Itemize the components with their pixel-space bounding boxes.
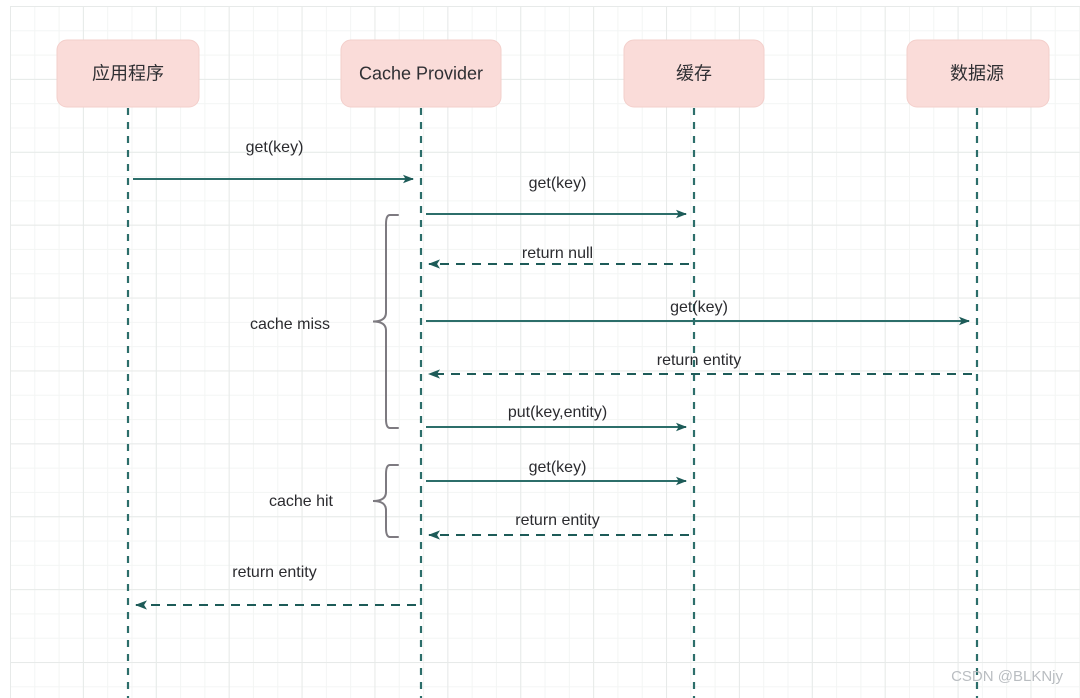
group-label: cache miss	[250, 316, 330, 333]
page-margin-left	[0, 0, 10, 698]
message-8-cache-to-provider[interactable]: return entity	[428, 512, 689, 540]
message-label: return entity	[657, 352, 741, 369]
message-label: get(key)	[246, 139, 304, 156]
message-7-provider-to-cache[interactable]: get(key)	[426, 459, 687, 486]
message-3-cache-to-provider[interactable]: return null	[428, 245, 689, 269]
message-1-app-to-provider[interactable]: get(key)	[133, 139, 414, 184]
group-label: cache hit	[269, 493, 334, 510]
message-4-provider-to-source[interactable]: get(key)	[426, 299, 970, 326]
message-label: return entity	[515, 512, 599, 529]
group-cache-miss: cache miss	[250, 214, 399, 429]
message-label: return entity	[232, 564, 316, 581]
message-label: get(key)	[529, 175, 587, 192]
participant-box-app[interactable]: 应用程序	[56, 39, 200, 108]
lifelines-layer	[126, 108, 979, 698]
participant-label: 缓存	[676, 63, 712, 83]
watermark-label: CSDN @BLKNjy	[951, 668, 1063, 685]
participant-box-cache[interactable]: 缓存	[623, 39, 765, 108]
participant-box-source[interactable]: 数据源	[906, 39, 1050, 108]
messages-layer: get(key) get(key) return null get(key) retur…	[133, 139, 972, 610]
message-5-source-to-provider[interactable]: return entity	[428, 352, 972, 379]
message-label: get(key)	[670, 299, 728, 316]
message-2-provider-to-cache[interactable]: get(key)	[426, 175, 687, 219]
participant-label: 应用程序	[92, 63, 164, 83]
group-brace	[372, 464, 399, 538]
participant-box-provider[interactable]: Cache Provider	[340, 39, 502, 108]
message-label: get(key)	[529, 459, 587, 476]
group-brace	[372, 214, 399, 429]
group-braces-layer: cache miss cache hit	[250, 214, 399, 538]
group-cache-hit: cache hit	[269, 464, 399, 538]
message-9-provider-to-app[interactable]: return entity	[135, 564, 416, 610]
message-6-provider-to-cache[interactable]: put(key,entity)	[426, 404, 687, 432]
message-label: return null	[522, 245, 593, 262]
message-label: put(key,entity)	[508, 404, 607, 421]
participant-boxes-layer: 应用程序 Cache Provider 缓存 数据源	[56, 39, 1050, 108]
page-margin-top	[0, 0, 1080, 6]
participant-label: Cache Provider	[359, 63, 483, 83]
participant-label: 数据源	[950, 63, 1004, 83]
